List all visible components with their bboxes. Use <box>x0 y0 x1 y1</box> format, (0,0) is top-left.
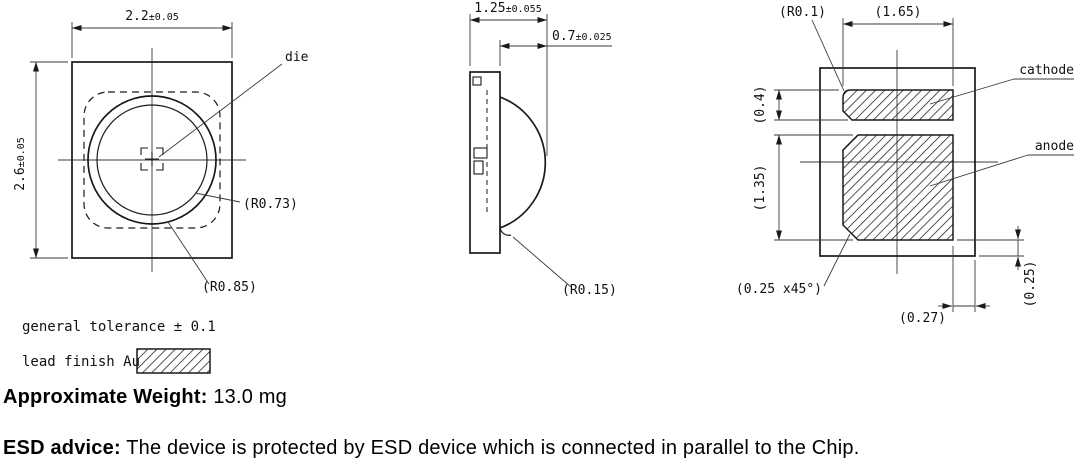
chamfer-label: (0.25 x45°) <box>736 282 822 297</box>
package-outline <box>71 61 233 259</box>
r085-label: (R0.85) <box>202 280 257 295</box>
dim-anode-height-label: (1.35) <box>753 165 768 212</box>
weight-label: Approximate Weight: <box>3 386 208 408</box>
top-view: 2.2±0.05 2.6±0.05 die (R0.73) (R0.85) <box>13 9 309 295</box>
dim-width-label: 2.2±0.05 <box>125 9 179 24</box>
anode-label: anode <box>1035 139 1074 154</box>
r073-leader-line <box>194 192 241 203</box>
lens-tip-radius <box>499 227 512 236</box>
anode-leader-line <box>929 154 1029 187</box>
r01-label: (R0.1) <box>779 5 826 20</box>
side-view: 1.25±0.055 0.7±0.025 (R0.15) <box>469 1 617 298</box>
package-outline <box>819 67 976 257</box>
dim-pad-width-label: (1.65) <box>875 5 922 20</box>
esd-label: ESD advice: <box>3 437 121 459</box>
general-tolerance-note: general tolerance ± 0.1 <box>22 319 216 335</box>
dim-cathode-height-label: (0.4) <box>753 85 768 124</box>
chamfer-leader-line <box>823 233 851 287</box>
weight-value: 13.0 mg <box>207 386 287 408</box>
r073-label: (R0.73) <box>243 197 298 212</box>
dim-total-thickness-label: 1.25±0.055 <box>474 1 541 16</box>
submount-side <box>473 160 484 175</box>
lens-inner-circle <box>96 104 208 216</box>
die-corner-marks <box>140 147 164 171</box>
dim-edge-gap-y-label: (0.25) <box>1023 261 1038 308</box>
cathode-leader-line <box>929 78 1015 105</box>
dim-height-label: 2.6±0.05 <box>13 137 28 191</box>
r085-leader-line <box>167 221 210 285</box>
lens-flange-dashed <box>83 91 221 229</box>
technical-drawing: 2.2±0.05 2.6±0.05 die (R0.73) (R0.85) 1.… <box>13 1 1074 374</box>
legend: general tolerance ± 0.1 lead finish Au <box>22 319 216 374</box>
cathode-label: cathode <box>1019 63 1074 78</box>
die-side <box>473 147 488 159</box>
pad-view: (1.65) (R0.1) (0.4) (1.35) (0.25 x45°) (… <box>736 5 1074 326</box>
dim-lens-height-label: 0.7±0.025 <box>552 29 612 44</box>
weight-note: Approximate Weight: 13.0 mg <box>3 386 287 409</box>
r015-leader-line <box>512 236 572 288</box>
lead-finish-note: lead finish Au <box>22 354 140 370</box>
body-outline <box>469 71 501 254</box>
die-label: die <box>285 50 309 65</box>
lens-dome <box>499 96 547 229</box>
esd-text: The device is protected by ESD device wh… <box>120 437 860 459</box>
lead-finish-swatch <box>136 348 211 374</box>
anode-pad <box>842 134 954 241</box>
r01-leader-line <box>811 19 845 92</box>
die-center-cross <box>145 152 159 166</box>
cathode-pad <box>842 89 954 121</box>
marking-square <box>472 76 482 86</box>
lens-outer-circle <box>87 95 217 225</box>
esd-note: ESD advice: The device is protected by E… <box>3 437 859 460</box>
r015-label: (R0.15) <box>562 283 617 298</box>
dim-edge-gap-x-label: (0.27) <box>899 311 946 326</box>
die-leader-line <box>158 63 283 158</box>
